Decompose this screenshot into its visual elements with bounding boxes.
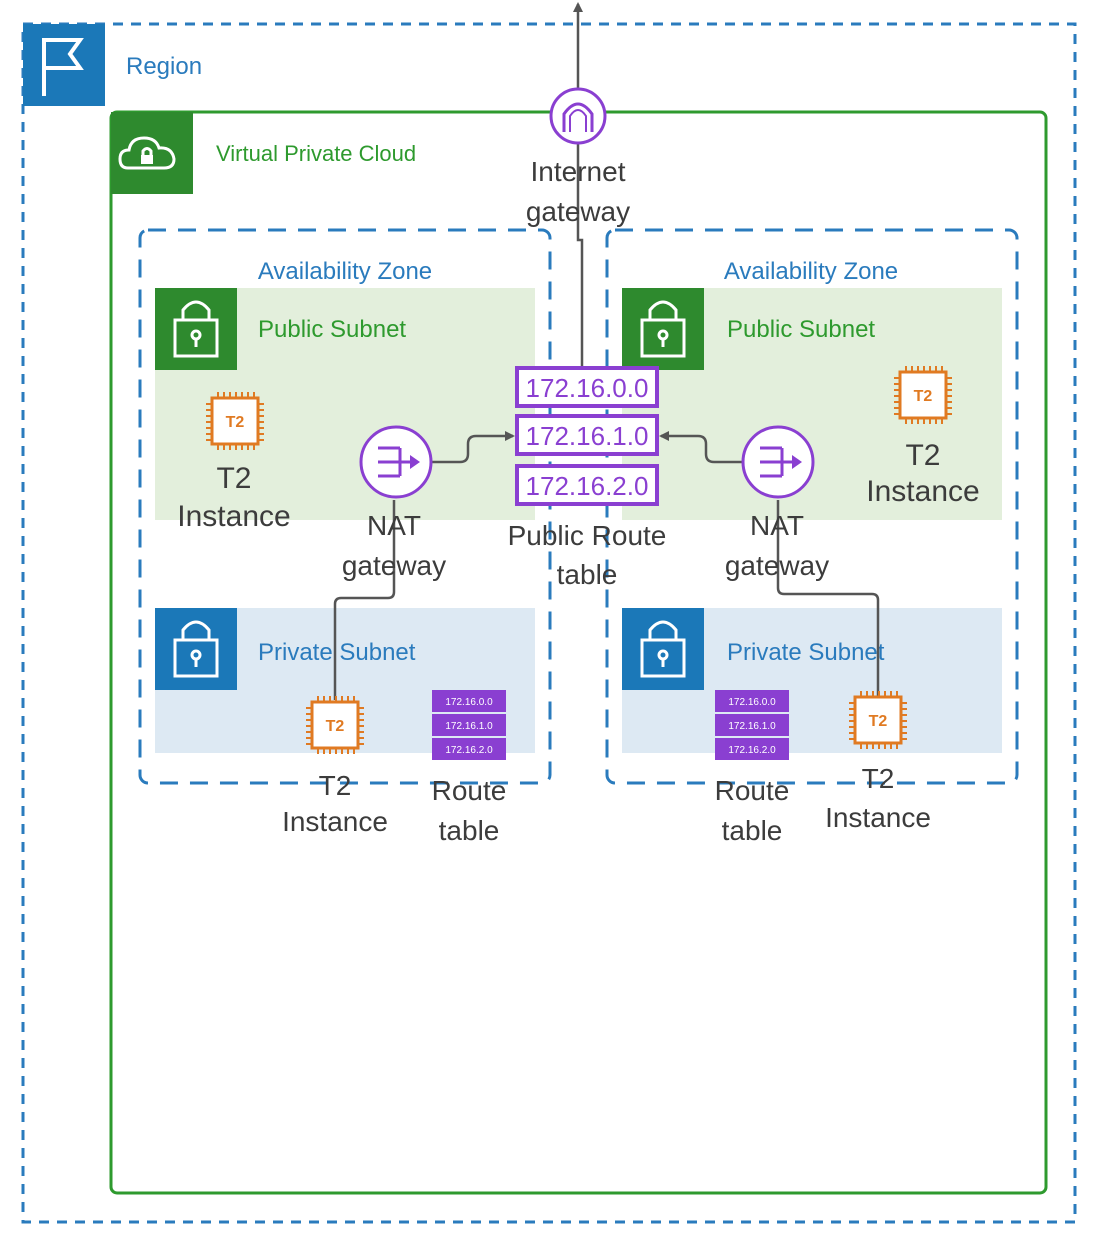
private-subnet-left-label: Private Subnet	[258, 639, 416, 666]
t2-instance-right-public: T2 T2 Instance	[866, 366, 980, 508]
private-subnet-right-label: Private Subnet	[727, 639, 885, 666]
lock-icon	[640, 620, 686, 678]
region-group: Region	[21, 22, 1077, 1224]
route-table-row	[432, 690, 506, 712]
route-table-right: 172.16.0.0 172.16.1.0 172.16.2.0 Route t…	[715, 690, 790, 846]
internet-gateway-label-line2: gateway	[526, 196, 630, 227]
public-subnet-right-label: Public Subnet	[727, 316, 875, 343]
nat-gateway-right: NAT gateway	[725, 425, 829, 581]
internet-gateway-label-line1: Internet	[531, 156, 626, 187]
route-table-row-text: 172.16.2.0	[728, 745, 776, 756]
nat-gateway-label-line2: gateway	[342, 550, 446, 581]
route-table-left: 172.16.0.0 172.16.1.0 172.16.2.0 Route t…	[432, 690, 507, 846]
connector-right-nat-to-route-table	[659, 431, 742, 464]
instance-label-line1: T2	[216, 462, 251, 495]
az-left-label: Availability Zone	[258, 258, 432, 285]
route-table-row-text: 172.16.0.0	[445, 697, 493, 708]
gateway-arch	[562, 102, 594, 132]
nat-gateway-label-line1: NAT	[750, 510, 804, 541]
lock-icon	[173, 300, 219, 358]
az-right-label: Availability Zone	[724, 258, 898, 285]
route-table-label-line1: Route	[432, 775, 507, 806]
route-table-label-line1: Route	[715, 775, 790, 806]
instance-label-line1: T2	[862, 763, 895, 794]
instance-chip-text: T2	[326, 718, 345, 735]
private-subnet-right-tile	[622, 608, 704, 690]
route-table-row	[432, 738, 506, 760]
route-table-row	[715, 714, 789, 736]
instance-label-line2: Instance	[866, 475, 979, 508]
public-subnet-left-tile	[155, 288, 237, 370]
route-table-row-text: 172.16.2.0	[445, 745, 493, 756]
internet-gateway: Internet gateway	[526, 87, 630, 227]
connector-left-nat-to-route-table	[432, 431, 515, 464]
ec2-chip-icon	[206, 392, 264, 450]
route-table-row	[515, 366, 659, 408]
connector-left-instance-to-nat	[333, 500, 396, 700]
region-flag-tile	[23, 24, 105, 106]
az-right-boundary	[605, 228, 1019, 785]
lock-icon	[640, 300, 686, 358]
ec2-chip-icon	[894, 366, 952, 424]
vpc-label: Virtual Private Cloud	[216, 141, 416, 166]
route-table-row	[715, 738, 789, 760]
instance-label-line1: T2	[905, 439, 940, 472]
lock-icon	[173, 620, 219, 678]
instance-label-line2: Instance	[282, 806, 388, 837]
route-table-row	[515, 464, 659, 506]
region-boundary	[21, 22, 1077, 1224]
instance-label-line2: Instance	[825, 802, 931, 833]
route-table-row	[515, 414, 659, 456]
instance-label-line1: T2	[319, 770, 352, 801]
instance-label-line2: Instance	[177, 500, 290, 533]
route-table-row-text: 172.16.0.0	[728, 697, 776, 708]
public-subnet-left-label: Public Subnet	[258, 316, 406, 343]
t2-instance-left-private: T2 T2 Instance	[282, 696, 388, 837]
route-table-label-line2: table	[722, 815, 783, 846]
flag-icon	[42, 38, 84, 96]
t2-instance-right-private: T2 T2 Instance	[825, 691, 931, 833]
public-subnet-right-tile	[622, 288, 704, 370]
route-table-label-line2: table	[439, 815, 500, 846]
route-table-row-text: 172.16.1.0	[526, 421, 649, 451]
ec2-chip-icon	[849, 691, 907, 749]
gateway-arch-inner	[569, 109, 587, 132]
instance-chip-text: T2	[226, 414, 245, 431]
route-table-row	[715, 690, 789, 712]
nat-gateway-label-line2: gateway	[725, 550, 829, 581]
az-left-boundary	[138, 228, 552, 785]
ec2-chip-icon	[306, 696, 364, 754]
cloud-lock-icon	[118, 136, 176, 170]
vpc-group: Virtual Private Cloud	[109, 110, 1048, 1195]
route-table-row-text: 172.16.0.0	[526, 373, 649, 403]
nat-gateway-left: NAT gateway	[342, 425, 446, 581]
internet-gateway-icon	[549, 87, 607, 145]
instance-chip-text: T2	[914, 388, 933, 405]
public-route-table: 172.16.0.0 172.16.1.0 172.16.2.0 Public …	[508, 366, 667, 590]
t2-instance-left-public: T2 T2 Instance	[177, 392, 291, 533]
public-route-table-label-line2: table	[557, 559, 618, 590]
nat-arrows	[378, 446, 420, 478]
route-table-row-text: 172.16.2.0	[526, 471, 649, 501]
route-table-row-text: 172.16.1.0	[728, 721, 776, 732]
nat-arrows	[760, 446, 802, 478]
nat-gateway-label-line1: NAT	[367, 510, 421, 541]
private-subnet-left-tile	[155, 608, 237, 690]
connector-right-instance-to-nat	[776, 500, 880, 700]
region-label: Region	[126, 53, 202, 80]
instance-chip-text: T2	[869, 713, 888, 730]
public-route-table-label-line1: Public Route	[508, 520, 667, 551]
route-table-row	[432, 714, 506, 736]
route-table-row-text: 172.16.1.0	[445, 721, 493, 732]
